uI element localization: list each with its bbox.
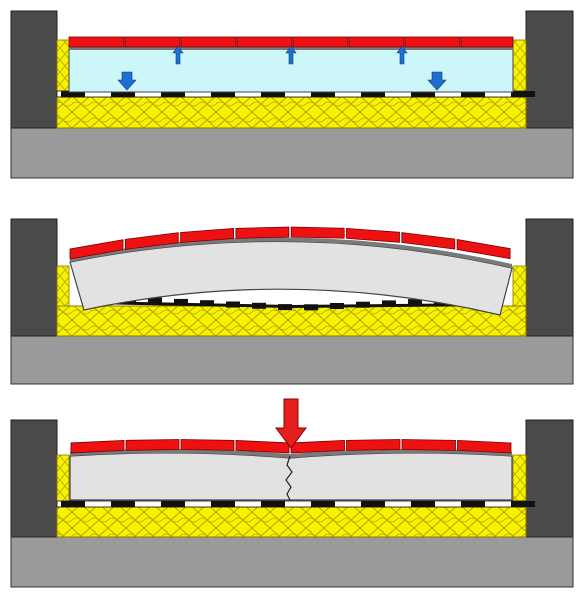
tile — [404, 36, 461, 48]
membrane-dash — [211, 91, 235, 97]
adhesive-layer — [70, 237, 512, 268]
tile-row — [68, 36, 514, 48]
membrane-dash — [61, 501, 85, 507]
base-slab — [10, 536, 574, 588]
membrane-dash — [161, 501, 185, 507]
membrane-dash — [278, 304, 292, 311]
membrane-dash — [261, 501, 285, 507]
separation-membrane-displaced — [92, 301, 500, 308]
tile — [125, 439, 180, 451]
arrow-down — [427, 71, 447, 91]
membrane-dash — [330, 303, 344, 309]
moisture-arrow-down — [117, 71, 447, 91]
insulation-layer — [56, 96, 527, 129]
membrane-dash — [461, 501, 485, 507]
membrane-dash — [226, 301, 240, 308]
tile — [292, 36, 349, 48]
membrane-dash — [411, 91, 435, 97]
tile — [124, 232, 179, 250]
membrane-dash — [411, 501, 435, 507]
membrane-dash — [252, 302, 266, 309]
tile — [180, 36, 237, 48]
adhesive-layer — [70, 448, 512, 458]
tile-row — [69, 226, 511, 260]
membrane-dash — [408, 299, 422, 306]
membrane-dash — [356, 301, 370, 308]
tile — [69, 239, 124, 260]
membrane-dash — [311, 501, 335, 507]
left-wall — [10, 419, 58, 538]
edge-strip-right — [512, 454, 527, 508]
left-wall — [10, 218, 58, 337]
tile — [68, 36, 125, 48]
arrow-down — [117, 71, 137, 91]
panel-2 — [10, 218, 574, 385]
insulation-layer — [56, 506, 527, 538]
membrane-dash — [511, 501, 535, 507]
tile — [460, 36, 514, 48]
tile — [348, 36, 405, 48]
screed-curled — [69, 240, 513, 316]
edge-strip-left — [56, 454, 70, 508]
tile — [235, 439, 290, 454]
tile — [290, 226, 345, 239]
right-wall — [525, 218, 574, 337]
arrow-up — [172, 45, 184, 65]
tile — [235, 226, 290, 239]
membrane-dash — [200, 300, 214, 307]
membrane-dash — [261, 91, 285, 97]
right-wall — [525, 10, 574, 129]
tile — [124, 36, 181, 48]
membrane-dash — [148, 297, 162, 304]
tile-row — [70, 439, 512, 454]
tile — [457, 439, 512, 454]
panel-3 — [10, 398, 574, 588]
membrane-dash — [174, 298, 188, 305]
membrane-dash — [311, 91, 335, 97]
membrane-dash — [511, 91, 535, 97]
membrane-dash — [304, 304, 318, 311]
tile — [401, 439, 456, 451]
load-arrow — [275, 398, 307, 449]
tile — [70, 439, 125, 454]
base-slab — [10, 127, 574, 179]
arrow-up — [285, 45, 297, 65]
edge-strip-left — [56, 265, 70, 307]
panel-1 — [10, 10, 574, 179]
crack-line — [285, 455, 293, 501]
separation-membrane — [56, 500, 535, 508]
arrow-up — [396, 45, 408, 65]
tile — [401, 232, 456, 250]
membrane-dash — [111, 501, 135, 507]
membrane-dash — [361, 501, 385, 507]
base-slab — [10, 335, 574, 385]
membrane-dash — [161, 91, 185, 97]
moisture-arrow-up — [172, 45, 408, 65]
edge-strip-right — [512, 265, 527, 307]
membrane-dash — [461, 91, 485, 97]
edge-strip-left — [56, 39, 70, 98]
membrane-dash — [111, 91, 135, 97]
tile — [290, 439, 345, 454]
insulation-layer — [56, 305, 527, 337]
tile — [346, 439, 401, 451]
left-wall — [10, 10, 58, 129]
membrane-dash — [361, 91, 385, 97]
membrane-dash — [382, 300, 396, 307]
tile — [346, 227, 400, 243]
tile — [456, 238, 511, 260]
right-wall — [525, 419, 574, 538]
screed-cracked — [69, 452, 513, 501]
tile — [180, 439, 235, 451]
membrane-dash — [211, 501, 235, 507]
tile — [236, 36, 293, 48]
membrane-dash — [61, 91, 85, 97]
tile — [180, 228, 234, 243]
edge-strip-right — [512, 39, 527, 98]
